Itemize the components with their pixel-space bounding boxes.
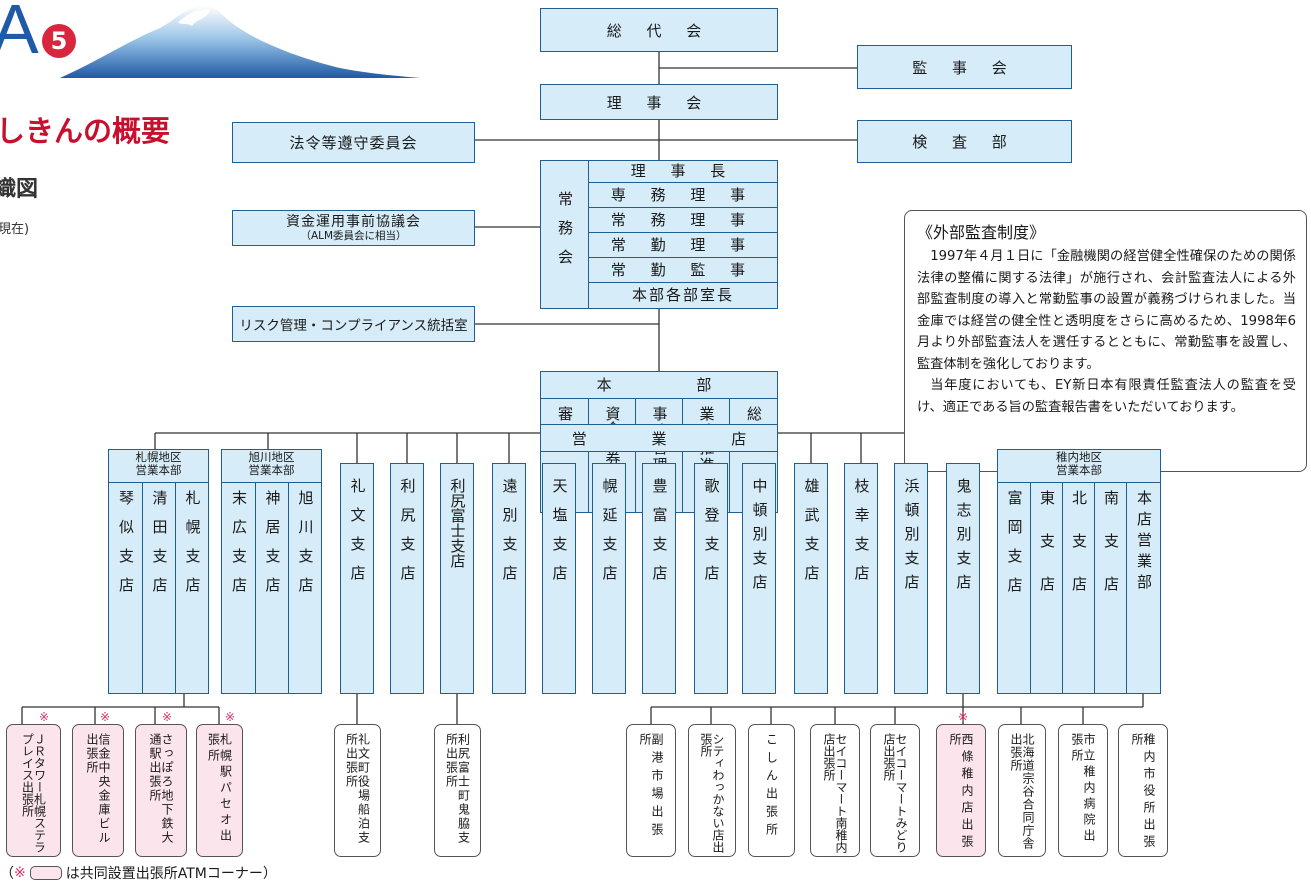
joumu-row: 理 事 長 bbox=[589, 161, 777, 183]
asahikawa-area-box: 旭川地区 営業本部 末広支店 神居支店 旭川支店 bbox=[221, 449, 322, 694]
footnote: （ ※ は共同設置出張所ATMコーナー） bbox=[0, 863, 277, 883]
branch-box: 天塩支店 bbox=[542, 463, 576, 694]
office-box: 北海道宗谷合同庁舎出張所 bbox=[998, 724, 1046, 857]
joumu-row: 常 務 理 事 bbox=[589, 208, 777, 233]
sapporo-branches: 琴似支店 清田支店 札幌支店 bbox=[109, 483, 208, 693]
sapporo-area-label: 札幌地区 営業本部 bbox=[109, 450, 208, 483]
office-box: 札幌駅パセオ出張所 bbox=[196, 724, 243, 857]
joumukai-members: 理 事 長 専 務 理 事 常 務 理 事 常 勤 理 事 常 勤 監 事 本部… bbox=[589, 161, 777, 308]
footnote-text: は共同設置出張所ATMコーナー） bbox=[65, 866, 277, 882]
footnote-swatch bbox=[29, 866, 62, 880]
eigyouten-box: 営 業 店 bbox=[540, 424, 778, 452]
houreitou-box: 法令等遵守委員会 bbox=[232, 122, 475, 163]
branch-box: 鬼志別支店 bbox=[946, 463, 980, 694]
joumukai-text: 常務会 bbox=[556, 191, 574, 278]
header-mountain-graphic bbox=[60, 0, 420, 80]
asterisk-mark: ※ bbox=[958, 710, 969, 724]
branch-box: 利尻支店 bbox=[390, 463, 424, 694]
joumu-row: 本部各部室長 bbox=[631, 286, 734, 304]
office-box: ＪＲタワー札幌ステラプレイス出張所 bbox=[6, 724, 61, 857]
soudaikai-box: 総 代 会 bbox=[540, 8, 778, 52]
footnote-asterisk: ※ bbox=[14, 865, 26, 881]
office-box: 市立稚内病院出張所 bbox=[1058, 724, 1108, 857]
office-box: 副港市場出張所 bbox=[626, 724, 676, 857]
wakkanai-branches: 富岡支店 東支店 北支店 南支店 本店営業部 bbox=[998, 483, 1160, 693]
office-box: 稚内市役所出張所 bbox=[1118, 724, 1168, 857]
branch-box: 北支店 bbox=[1062, 483, 1094, 693]
rijikai-box: 理 事 会 bbox=[540, 84, 778, 120]
footnote-prefix: （ bbox=[0, 866, 14, 882]
branch-box: 南支店 bbox=[1094, 483, 1126, 693]
header-badge-number: 5 bbox=[50, 27, 68, 55]
branch-box: 中頓別支店 bbox=[742, 463, 776, 694]
office-box: シティわっかない店出張所 bbox=[688, 724, 736, 857]
note-paragraph-2: 当年度においても、EY新日本有限責任監査法人の監査を受け、適正である旨の監査報告… bbox=[917, 378, 1296, 415]
branch-box: 清田支店 bbox=[142, 483, 175, 693]
office-box: こしん出張所 bbox=[748, 724, 795, 857]
external-audit-note: 《外部監査制度》 1997年４月１日に「金融機関の経営健全性確保のための関係法律… bbox=[904, 210, 1307, 472]
joumu-row: 常 勤 監 事 bbox=[589, 258, 777, 283]
branch-box: 神居支店 bbox=[255, 483, 288, 693]
honbu-label: 本 部 bbox=[596, 376, 752, 394]
shikin-unyou-box: 資金運用事前協議会 （ALM委員会に相当） bbox=[232, 210, 475, 246]
joumukai-label: 常務会 bbox=[541, 161, 589, 308]
branch-box: 旭川支店 bbox=[288, 483, 321, 693]
office-box: セイコーマート南稚内店出張所 bbox=[810, 724, 860, 857]
asterisk-mark: ※ bbox=[225, 710, 236, 724]
note-title: 《外部監査制度》 bbox=[917, 223, 1046, 242]
risk-box: リスク管理・コンプライアンス統括室 bbox=[232, 306, 475, 342]
section-title: 織図 bbox=[0, 177, 39, 202]
office-box: セイコーマートみどり店出張所 bbox=[870, 724, 920, 857]
asterisk-mark: ※ bbox=[162, 710, 173, 724]
shikin-unyou-label: 資金運用事前協議会 bbox=[286, 214, 421, 230]
branch-box: 富岡支店 bbox=[1005, 490, 1024, 606]
kensabu-box: 検 査 部 bbox=[857, 120, 1072, 163]
kanjikai-box: 監 事 会 bbox=[857, 45, 1072, 89]
office-box: さっぽろ地下鉄大通駅出張所 bbox=[135, 724, 187, 857]
branch-box: 雄武支店 bbox=[794, 463, 828, 694]
office-box: 礼文町役場船泊支所出張所 bbox=[334, 724, 381, 857]
date-fragment: 現在) bbox=[0, 222, 30, 237]
branch-box: 幌延支店 bbox=[592, 463, 626, 694]
branch-box: 浜頓別支店 bbox=[894, 463, 928, 694]
asahikawa-branches: 末広支店 神居支店 旭川支店 bbox=[222, 483, 321, 693]
header-badge: 5 bbox=[42, 24, 76, 58]
branch-box: 枝幸支店 bbox=[844, 463, 878, 694]
office-box: 利尻富士町鬼脇支所出張所 bbox=[434, 724, 481, 857]
asahikawa-area-label: 旭川地区 営業本部 bbox=[222, 450, 321, 483]
branch-box: 利尻富士支店 bbox=[440, 463, 474, 694]
branch-box: 遠別支店 bbox=[492, 463, 526, 694]
note-paragraph-1: 1997年４月１日に「金融機関の経営健全性確保のための関係法律の整備に関する法律… bbox=[917, 249, 1296, 372]
branch-box: 歌登支店 bbox=[694, 463, 728, 694]
joumu-row: 専 務 理 事 bbox=[589, 183, 777, 208]
branch-box: 本店営業部 bbox=[1126, 483, 1160, 693]
joumukai-box: 常務会 理 事 長 専 務 理 事 常 務 理 事 常 勤 理 事 常 勤 監 … bbox=[540, 160, 778, 309]
page-subtitle: しきんの概要 bbox=[0, 114, 171, 148]
wakkanai-area-label: 稚内地区 営業本部 bbox=[998, 450, 1160, 483]
joumu-row: 常 勤 理 事 bbox=[589, 233, 777, 258]
header-letter: A bbox=[0, 0, 39, 68]
sapporo-area-box: 札幌地区 営業本部 琴似支店 清田支店 札幌支店 bbox=[108, 449, 209, 694]
office-box: 西條稚内店出張所 bbox=[936, 724, 986, 857]
asterisk-mark: ※ bbox=[39, 710, 50, 724]
branch-box: 琴似支店 bbox=[117, 490, 135, 606]
honbu-box: 本 部 bbox=[540, 371, 778, 399]
branch-box: 東支店 bbox=[1030, 483, 1062, 693]
office-box: 信金中央金庫ビル出張所 bbox=[72, 724, 124, 857]
branch-box: 札幌支店 bbox=[175, 483, 208, 693]
shikin-unyou-sublabel: （ALM委員会に相当） bbox=[300, 230, 407, 242]
branch-box: 末広支店 bbox=[230, 490, 248, 606]
branch-box: 礼文支店 bbox=[340, 463, 374, 694]
branch-box: 豊富支店 bbox=[642, 463, 676, 694]
wakkanai-area-box: 稚内地区 営業本部 富岡支店 東支店 北支店 南支店 本店営業部 bbox=[997, 449, 1161, 694]
asterisk-mark: ※ bbox=[100, 710, 111, 724]
